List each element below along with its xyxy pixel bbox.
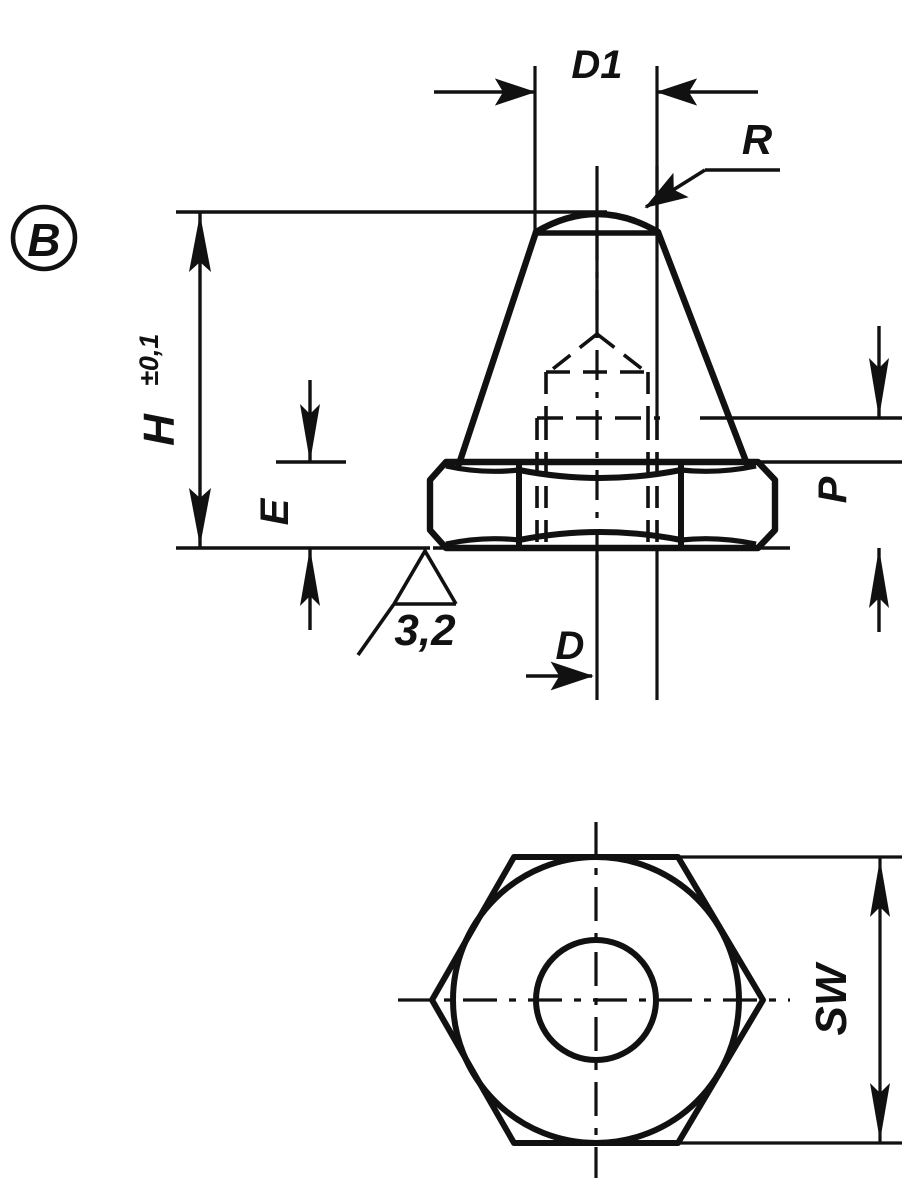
e-arrow-bottom xyxy=(300,548,320,606)
hex-nut-chamfer-arc-top xyxy=(518,467,682,481)
h-tolerance-label: ±0,1 xyxy=(134,334,164,386)
cone-right-edge xyxy=(654,228,751,468)
surface-finish-tail xyxy=(356,602,396,657)
h-dimension-label: H xyxy=(135,413,184,446)
r-leader-arrow xyxy=(644,168,706,209)
sw-arrow-top xyxy=(870,859,890,917)
h-label-group: H ±0,1 xyxy=(134,334,184,446)
sw-arrow-bottom xyxy=(870,1083,890,1141)
view-tag-group: B xyxy=(10,204,78,272)
hex-nut-front-group xyxy=(426,458,779,552)
h-arrow-top xyxy=(189,214,211,272)
p-dimension-label: P xyxy=(811,476,855,503)
p-dimension-group: P xyxy=(811,326,889,632)
surface-finish-value: 3,2 xyxy=(394,606,456,655)
view-tag-circle xyxy=(10,204,78,272)
r-callout-label: R xyxy=(742,116,773,163)
hex-nut-chamfer-left-bottom xyxy=(445,536,520,547)
hex-nut-chamfer-arc-bottom xyxy=(518,529,682,543)
hidden-cone-tip-right xyxy=(595,332,648,374)
hex-nut-chamfer-right-bottom xyxy=(680,536,757,547)
d1-dimension-label: D1 xyxy=(571,43,622,87)
e-arrow-top xyxy=(300,404,320,462)
sw-dimension-group: SW xyxy=(807,857,890,1143)
e-label-group: E xyxy=(253,497,297,525)
sw-label-group: SW xyxy=(807,961,856,1035)
p-arrow-bottom xyxy=(869,548,889,608)
h-dimension-group: H ±0,1 xyxy=(134,212,211,548)
e-dimension-group: E xyxy=(253,380,346,630)
front-view-group: D1 R H ±0,1 xyxy=(134,43,902,700)
p-label-group: P xyxy=(811,476,855,503)
sw-dimension-label: SW xyxy=(807,961,856,1035)
d-dimension-label: D xyxy=(556,624,585,668)
bottom-view-group: SW xyxy=(398,822,902,1178)
e-dimension-label: E xyxy=(253,497,297,525)
p-arrow-top xyxy=(869,358,889,418)
hex-nut-chamfer-left-top xyxy=(445,463,520,474)
cone-left-edge xyxy=(455,228,540,468)
surface-finish-triangle xyxy=(392,547,458,605)
hex-nut-chamfer-right-top xyxy=(680,463,757,474)
r-callout-group: R xyxy=(644,116,780,209)
view-tag-label: B xyxy=(27,214,60,266)
hidden-cone-tip-left xyxy=(547,332,599,374)
front-centre-line-group xyxy=(595,166,659,700)
h-arrow-bottom xyxy=(189,488,211,546)
surface-finish-group: 3,2 xyxy=(356,547,458,657)
d-dimension-group: D xyxy=(526,624,594,691)
hex-nut-outline xyxy=(426,458,779,552)
